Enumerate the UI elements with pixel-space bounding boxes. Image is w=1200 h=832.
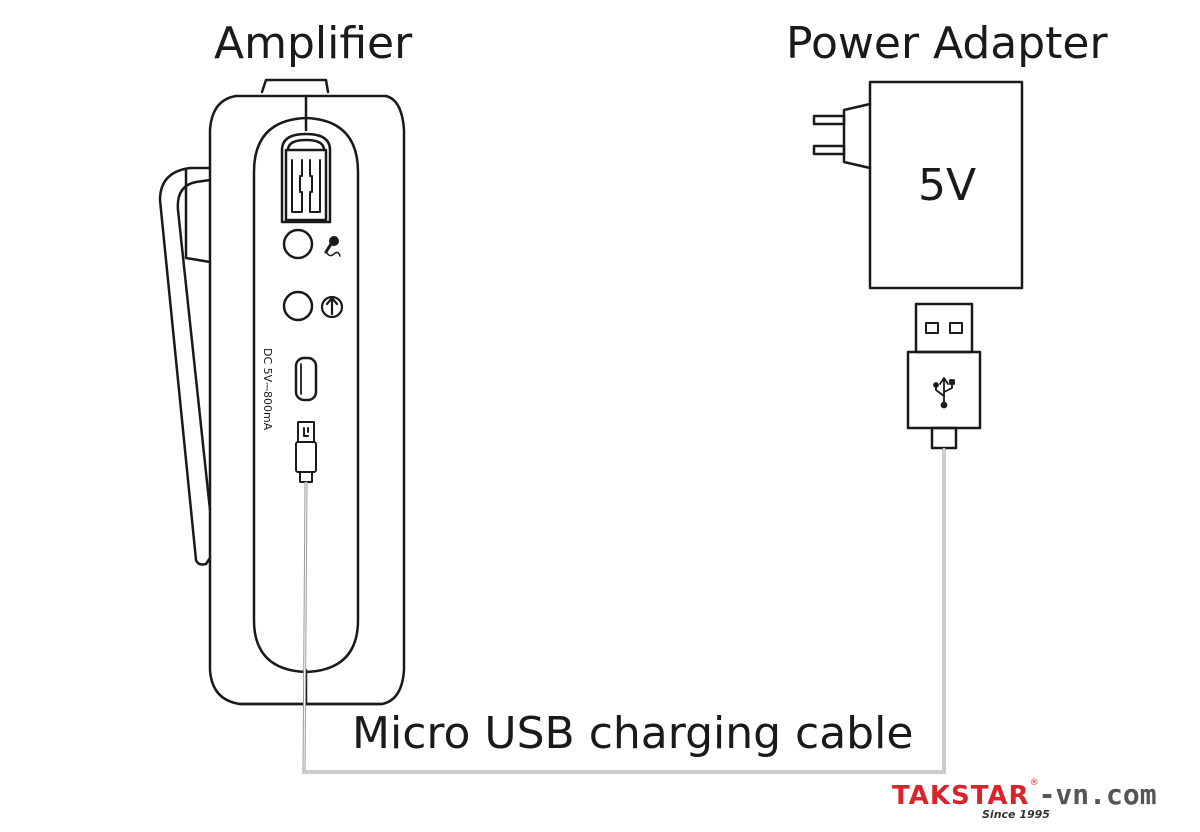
voltage-label: 5V — [918, 160, 977, 211]
brand-domain: -vn.com — [1038, 778, 1157, 811]
registered-mark: ® — [1029, 778, 1039, 788]
micro-usb-port — [294, 356, 318, 402]
power-adapter-label: Power Adapter — [786, 18, 1108, 69]
usb-a-plug — [906, 302, 982, 450]
brand-logo: TAKSTAR®-vn.com — [892, 778, 1157, 811]
usb-symbol-icon — [933, 377, 955, 409]
micro-usb-plug — [295, 421, 317, 483]
belt-clip — [158, 166, 212, 566]
microphone-icon — [324, 236, 341, 257]
power-spec-label: DC 5V⎓800mA — [261, 348, 274, 431]
mic-jack — [282, 228, 314, 260]
cable-label: Micro USB charging cable — [352, 708, 914, 759]
amplifier-device — [158, 78, 406, 706]
lanyard-slot — [280, 132, 332, 224]
brand-name: TAKSTAR — [892, 781, 1030, 811]
power-adapter — [812, 80, 1024, 290]
amplifier-label: Amplifier — [214, 18, 413, 69]
power-button — [282, 290, 314, 322]
power-icon — [320, 295, 344, 319]
brand-since: Since 1995 — [982, 808, 1050, 821]
